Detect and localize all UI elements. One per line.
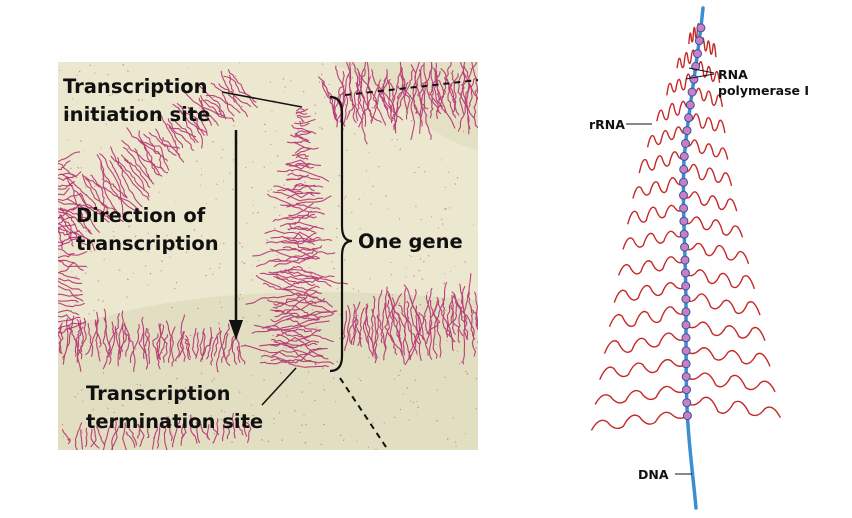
rrna-strand	[613, 282, 687, 303]
initiation-leader-line	[221, 91, 303, 108]
rrna-strand	[594, 385, 687, 405]
rna-polymerase-bead	[684, 113, 694, 123]
direction-label-line1: Direction of	[76, 204, 206, 227]
polymerase-chain	[679, 23, 706, 421]
rna-polymerase-bead	[682, 398, 692, 408]
rna-polymerase-bead	[680, 242, 690, 252]
rrna-strand	[656, 100, 691, 122]
polymerase-label-line2: polymerase I	[718, 83, 809, 98]
rna-polymerase-bead	[679, 190, 688, 200]
rna-polymerase-bead	[681, 372, 691, 382]
rna-polymerase-bead	[679, 151, 689, 161]
rna-polymerase-bead	[681, 346, 691, 356]
rrna-strand	[632, 177, 685, 199]
rna-polymerase-bead	[681, 139, 690, 148]
rrna-strand	[687, 113, 726, 134]
fibril-cluster	[341, 273, 478, 366]
direction-arrowhead	[229, 320, 243, 340]
rrna-strand	[683, 216, 744, 238]
rrna-strand	[682, 191, 738, 212]
rrna-strand	[666, 73, 695, 96]
rna-polymerase-bead	[696, 23, 706, 33]
rrna-strand	[599, 358, 687, 380]
rrna-strand	[685, 321, 766, 341]
rrna-strand	[685, 372, 776, 393]
schematic-panel: RNA polymerase I rRNA DNA	[589, 6, 809, 510]
rna-polymerase-bead	[680, 255, 690, 265]
rna-polymerase-bead	[694, 36, 704, 46]
dashed-connector-top	[344, 79, 479, 96]
rna-polymerase-bead	[689, 74, 699, 84]
rna-polymerase-bead	[679, 229, 689, 239]
dna-label: DNA	[638, 467, 669, 482]
rrna-strand	[617, 256, 686, 276]
rna-polymerase-bead	[680, 268, 690, 278]
rna-polymerase-bead	[679, 164, 689, 174]
micrograph-panel: Transcription initiation site Direction …	[58, 62, 479, 451]
rna-polymerase-bead	[679, 203, 689, 213]
fibril-cluster	[58, 308, 246, 372]
rna-polymerase-bead	[687, 87, 697, 97]
rrna-strand	[627, 204, 685, 225]
rna-polymerase-bead	[682, 411, 692, 421]
rrna-strand	[622, 230, 685, 250]
one-gene-brace	[329, 95, 353, 373]
termination-label-line2: termination site	[86, 410, 263, 433]
rna-polymerase-bead	[691, 61, 701, 71]
rrna-strand	[686, 396, 782, 419]
rrna-strands	[590, 23, 782, 431]
rna-polymerase-bead	[685, 100, 695, 110]
rrna-strand	[685, 293, 761, 316]
rna-polymerase-bead	[681, 359, 691, 369]
rrna-strand	[590, 411, 688, 431]
polymerase-leader-line	[685, 73, 715, 80]
rrna-strand	[683, 163, 733, 187]
fibril-cluster	[318, 62, 478, 145]
rna-polymerase-bead	[681, 281, 691, 291]
rrna-strand	[608, 306, 687, 328]
rna-polymerase-bead	[682, 126, 692, 136]
rrna-strand	[684, 242, 750, 265]
rna-polymerase-bead	[681, 333, 691, 343]
initiation-label-line1: Transcription	[63, 75, 208, 98]
rrna-strand	[684, 269, 756, 290]
rna-polymerase-bead	[693, 49, 702, 59]
rna-polymerase-bead	[679, 216, 689, 226]
fibril-cluster	[240, 108, 348, 368]
rrna-strand	[684, 139, 729, 160]
one-gene-label: One gene	[358, 230, 463, 253]
rrna-strand	[646, 126, 688, 148]
polymerase-leader-line	[688, 67, 715, 74]
rna-polymerase-bead	[679, 177, 688, 187]
fibril-cluster	[58, 151, 98, 335]
rrna-strand	[638, 151, 685, 174]
rna-polymerase-bead	[681, 307, 691, 317]
polymerase-label-line1: RNA	[718, 67, 748, 82]
rrna-strand	[603, 332, 687, 354]
rrna-strand	[685, 347, 771, 367]
rna-polymerase-bead	[681, 294, 691, 304]
fibril-mass	[58, 62, 478, 450]
rrna-strand	[695, 61, 721, 83]
dashed-connector-bottom	[339, 377, 389, 451]
rrna-strand	[691, 87, 724, 108]
rna-polymerase-bead	[681, 320, 691, 330]
termination-label-line1: Transcription	[86, 382, 231, 405]
rna-polymerase-bead	[682, 385, 691, 395]
termination-leader-line	[261, 367, 297, 406]
fibril-cluster	[58, 69, 258, 251]
rrna-label: rRNA	[589, 117, 625, 132]
direction-label-line2: transcription	[76, 232, 219, 255]
initiation-label-line2: initiation site	[63, 103, 210, 126]
fibril-cluster	[61, 412, 252, 450]
